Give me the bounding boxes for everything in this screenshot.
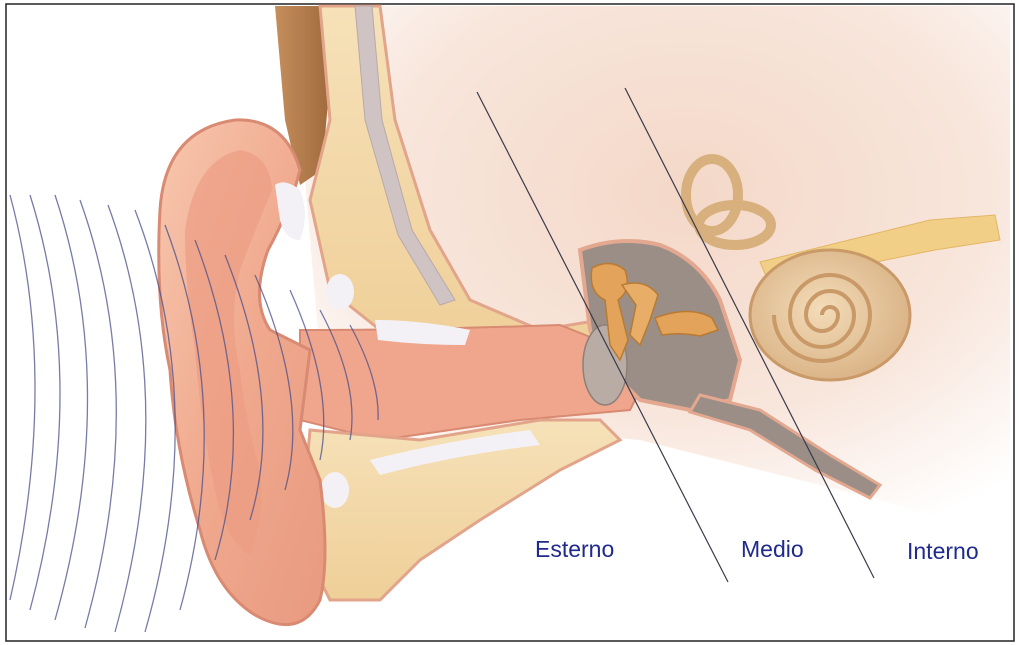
cartilage-gap-mid <box>326 274 354 310</box>
cochlea <box>750 250 910 380</box>
label-outer-ear: Esterno <box>535 536 614 562</box>
label-middle-ear: Medio <box>741 536 804 562</box>
cartilage-gap-small <box>321 472 349 508</box>
label-inner-ear: Interno <box>907 538 979 564</box>
